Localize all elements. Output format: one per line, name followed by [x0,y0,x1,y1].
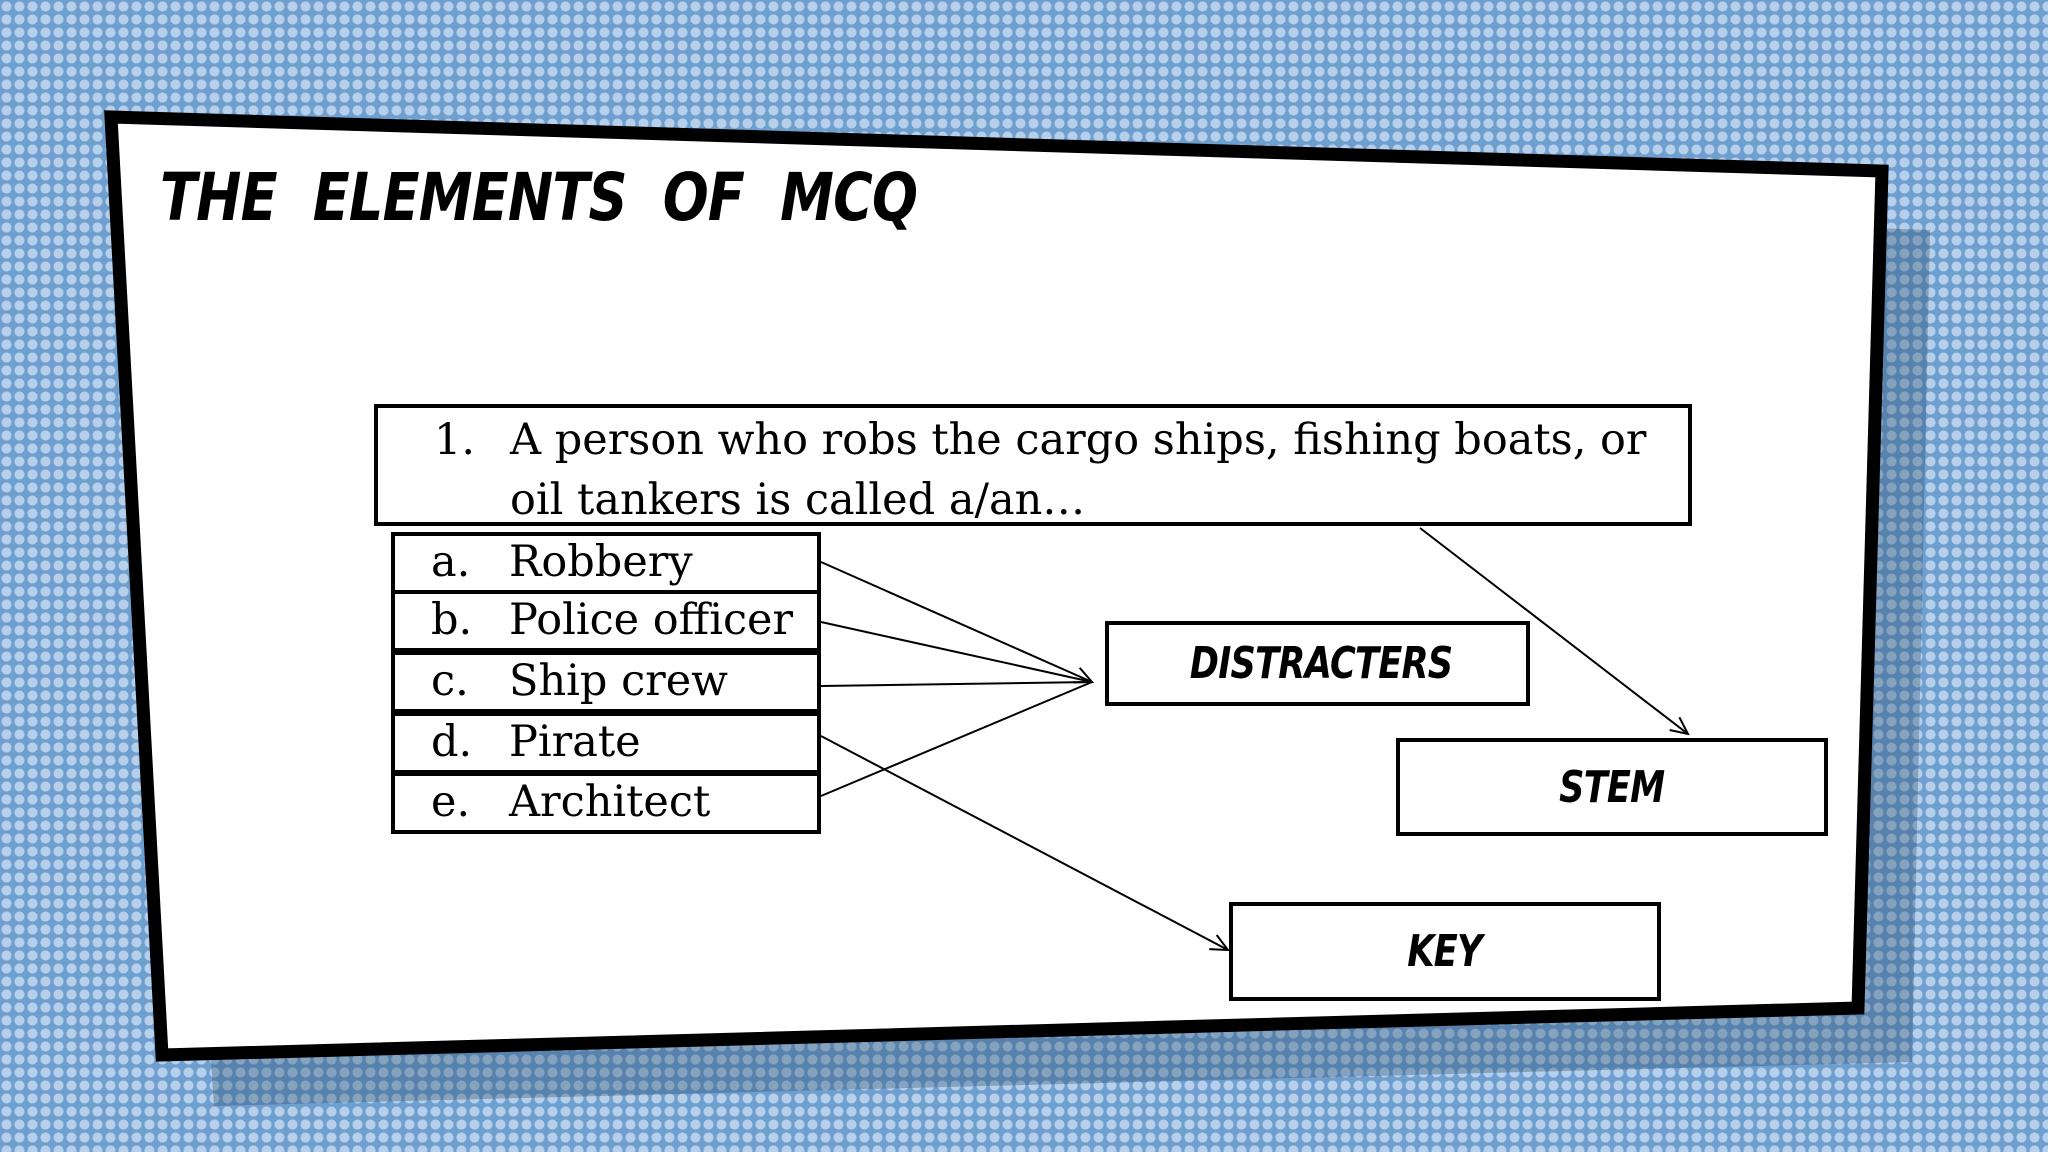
question-stem-text: A person who robs the cargo ships, fishi… [510,415,1647,525]
key-label-box: Key [1229,902,1661,1001]
option-letter: e. [431,777,471,827]
option-text: Pirate [509,717,641,767]
option-letter: b. [431,595,473,645]
stem-label: Stem [1559,761,1665,813]
option-d: d. Pirate [391,712,821,774]
option-c: c. Ship crew [391,651,821,713]
stem-label-box: Stem [1396,738,1828,836]
key-label: Key [1407,926,1483,977]
distracters-label-box: Distracters [1105,621,1530,706]
option-a: a. Robbery [391,532,821,594]
distracters-label: Distracters [1189,638,1453,689]
question-stem-box: 1. A person who robs the cargo ships, fi… [374,404,1692,526]
option-text: Ship crew [509,656,728,706]
option-text: Police officer [509,595,794,645]
option-b: b. Police officer [391,590,821,652]
option-e: e. Architect [391,772,821,834]
slide-title: The Elements of MCQ [160,159,918,236]
option-text: Architect [509,777,711,827]
option-letter: d. [431,717,473,767]
option-letter: c. [431,656,469,706]
option-text: Robbery [509,537,693,587]
question-number: 1. [434,415,476,465]
option-letter: a. [431,537,471,587]
